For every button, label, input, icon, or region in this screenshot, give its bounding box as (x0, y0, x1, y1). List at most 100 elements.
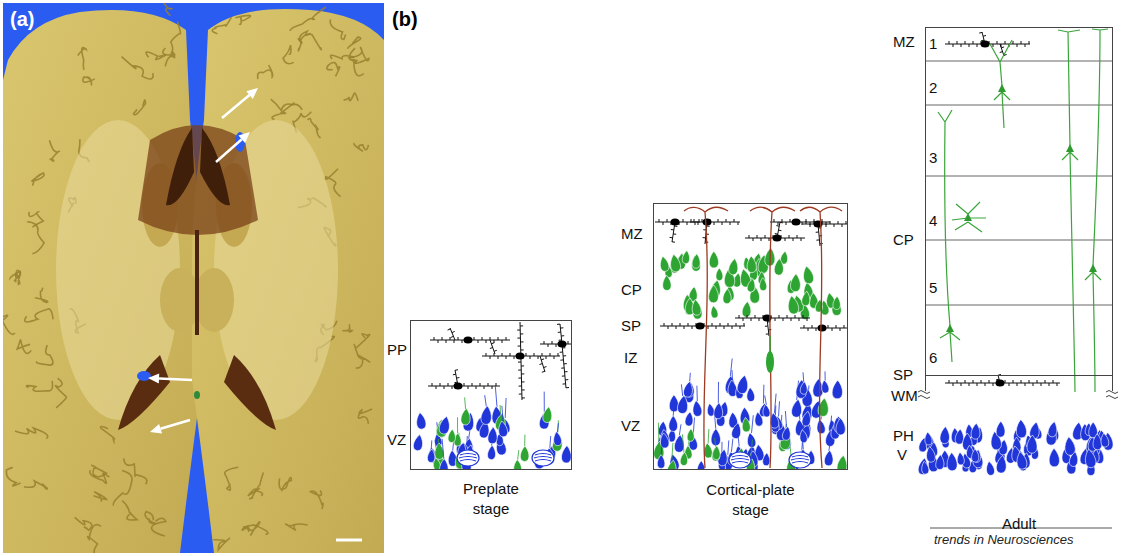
layer-number: 1 (929, 36, 937, 53)
progenitor-cell (692, 400, 703, 417)
sulcus (24, 481, 47, 489)
sulcus (354, 334, 369, 356)
sulcus (50, 140, 60, 161)
neuron-cell (741, 417, 750, 432)
progenitor-cell (561, 445, 572, 463)
neuron-cell (682, 250, 691, 264)
neuron-cell (759, 278, 767, 291)
neuron-cell (659, 255, 670, 272)
sulcus (78, 48, 86, 70)
neuron-cell (716, 268, 723, 281)
progenitor-cell (921, 461, 930, 475)
progenitor-cell (956, 452, 964, 465)
dividing-cell (532, 450, 554, 466)
neuron-process (690, 219, 740, 244)
neuron-process (428, 370, 500, 389)
sulcus (27, 222, 44, 254)
arrow-head (148, 374, 159, 384)
sulcus (279, 477, 291, 491)
neuron-cell (691, 299, 702, 316)
radial-process (457, 417, 458, 433)
sulcus (134, 100, 146, 115)
sulcus (271, 99, 302, 110)
sulcus (145, 512, 156, 524)
radial-process (774, 394, 776, 414)
leading-process (769, 336, 771, 352)
progenitor-cell (659, 432, 669, 448)
sulcus (327, 62, 340, 76)
neuron-cell (542, 406, 553, 423)
progenitor-cell (836, 418, 846, 435)
progenitor-cell (791, 399, 803, 418)
progenitor-cell (1027, 435, 1038, 454)
progenitor-cell (971, 449, 978, 462)
neuron-process (802, 221, 848, 246)
progenitor-cell (553, 431, 563, 446)
progenitor-cell (480, 405, 492, 425)
neuron-soma (981, 41, 990, 48)
break-mark (918, 391, 1118, 399)
layer-label: CP (621, 282, 642, 299)
sulcus (245, 525, 268, 534)
frontal-horn (166, 128, 194, 205)
progenitor-cell (746, 432, 757, 448)
progenitor-cell (697, 461, 705, 470)
progenitor-cell (796, 379, 807, 398)
neuron-process (482, 353, 560, 372)
pyramidal-neuron (952, 202, 986, 232)
posterior-horn (224, 355, 276, 430)
left-hemisphere (3, 10, 202, 553)
progenitor-cell (985, 461, 995, 476)
progenitor-cell (711, 429, 721, 446)
progenitor-cell (801, 410, 812, 426)
radial-process (505, 398, 507, 418)
sulcus (310, 491, 323, 510)
progenitor-cell (925, 446, 936, 463)
progenitor-cell (800, 381, 808, 394)
radial-process (658, 423, 660, 442)
neuron-soma (703, 219, 712, 226)
sulcus (75, 517, 92, 530)
arrow-shaft (161, 420, 191, 429)
radial-process (672, 443, 673, 461)
neuron-soma (464, 337, 473, 344)
cell-outline (729, 452, 751, 468)
neuron-cell (520, 446, 529, 462)
radial-process (715, 438, 716, 447)
adult-cortex-drawing (925, 29, 1113, 392)
neuron-cell (709, 251, 718, 268)
progenitor-cell (1100, 433, 1110, 448)
neuron-cell (712, 447, 720, 461)
sulcus (225, 467, 239, 490)
radial-process (752, 415, 754, 433)
sulcus (171, 22, 181, 55)
radial-process (524, 435, 525, 447)
chromosome (791, 456, 809, 464)
black-neuron (945, 375, 1060, 387)
layer-label: WM (891, 388, 918, 405)
radial-process (803, 372, 805, 382)
sulcus (308, 119, 321, 138)
chromosome (459, 454, 477, 462)
layer-number: 5 (929, 280, 937, 297)
arrow-shaft (216, 139, 242, 162)
sulcus (354, 143, 369, 151)
layer-label: VZ (621, 418, 640, 435)
gyri (3, 3, 372, 553)
sulcus (330, 20, 345, 40)
progenitor-cell (1069, 451, 1080, 467)
layer-label: V (897, 447, 907, 464)
neuron-process (945, 375, 1060, 387)
radial-process (495, 386, 497, 407)
progenitor-cell (935, 454, 944, 469)
layer-label: MZ (621, 226, 643, 243)
radial-process (825, 371, 826, 380)
black-neuron (735, 315, 810, 337)
progenitor-cell (438, 415, 451, 435)
frame-side (926, 375, 1113, 391)
radial-process (679, 424, 681, 435)
stage-caption: Preplate stage (451, 479, 531, 520)
neuron-cell (786, 295, 799, 315)
radial-process (798, 401, 800, 420)
neuron-soma (818, 325, 827, 332)
